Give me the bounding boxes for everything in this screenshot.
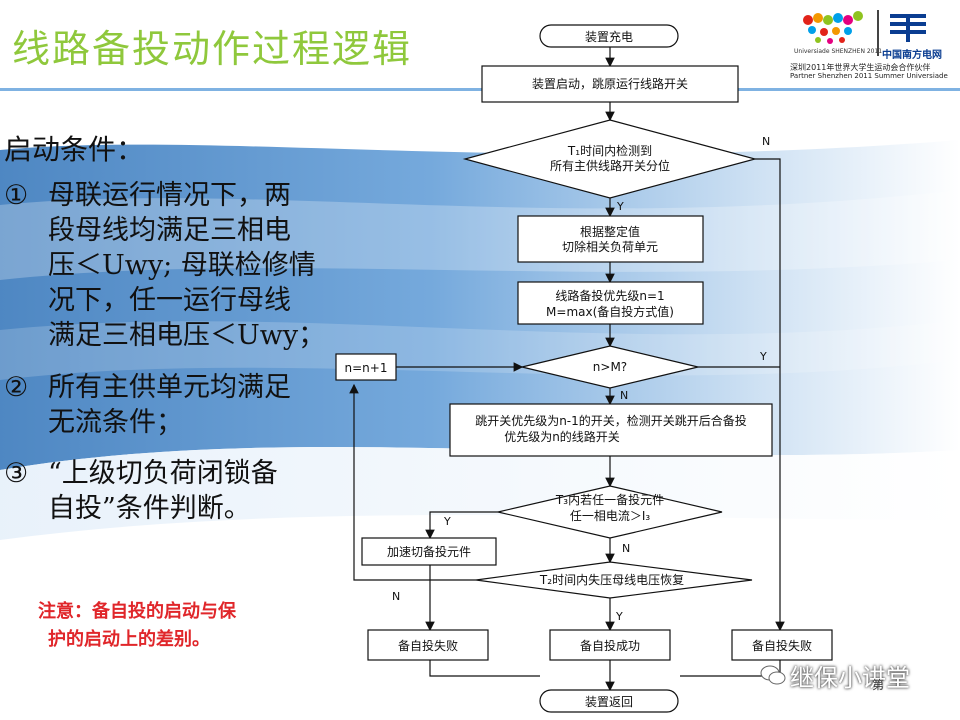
- condition-text: 母联运行情况下，两 段母线均满足三相电 压＜Uwy; 母联检修情 况下，任一运行…: [48, 178, 325, 353]
- step-start-box: [481, 65, 739, 103]
- success-box: [549, 629, 671, 661]
- step2-line2: 切除相关负荷单元: [562, 239, 658, 254]
- decision-1: [462, 119, 758, 199]
- partner-line1: 深圳2011年世界大学生运动会合作伙伴: [790, 63, 931, 72]
- logo-area: Universiade SHENZHEN 2011 中国南方电网 深圳2011年…: [790, 6, 960, 86]
- universiade-logo-icon: [803, 10, 926, 56]
- step-cut-load-box: [517, 215, 704, 263]
- start-label: 装置充电: [585, 29, 633, 44]
- step4-line2: 优先级为n的线路开关: [504, 429, 620, 444]
- step-switch-box: [449, 403, 773, 457]
- decision3-line1: T₃内若任一备投元件: [555, 492, 664, 507]
- decision-3: [497, 485, 723, 539]
- branch-label-y: Y: [616, 200, 624, 213]
- condition-line: 无流条件；: [48, 407, 183, 438]
- decision3-line2: 任一相电流＞I₃: [570, 509, 651, 523]
- note-line: 注意：备自投的启动与保: [38, 601, 236, 622]
- end-terminator: [539, 689, 679, 713]
- condition-number: ①: [4, 180, 29, 211]
- watermark-text: 继保小讲堂: [790, 664, 910, 692]
- step2-line1: 根据整定值: [580, 224, 640, 239]
- decision-4: [475, 561, 753, 599]
- condition-number: ③: [4, 458, 29, 489]
- page-number-fragment: 第: [872, 678, 885, 692]
- branch-label-y: Y: [443, 515, 451, 528]
- note-line: 护的启动上的差别。: [48, 629, 210, 650]
- fail-right-box: [731, 629, 833, 661]
- branch-label-n: N: [620, 389, 628, 402]
- conditions-heading: 启动条件：: [4, 133, 145, 166]
- condition-line: 满足三相电压＜Uwy；: [48, 320, 326, 351]
- condition-line: 段母线均满足三相电: [48, 215, 291, 246]
- condition-line: 自投”条件判断。: [48, 493, 251, 524]
- condition-line: 况下，任一运行母线: [48, 285, 291, 316]
- branch-label-n: N: [762, 135, 770, 148]
- counter-box: [335, 353, 397, 381]
- branch-label-n: N: [392, 590, 400, 603]
- condition-text: “上级切负荷闭锁备 自投”条件判断。: [48, 456, 278, 526]
- decision4-label: T₂时间内失压母线电压恢复: [539, 572, 684, 587]
- decision2-label: n>M?: [593, 360, 627, 374]
- step1-label: 装置启动，跳原运行线路开关: [532, 76, 688, 91]
- step3-line1: 线路备投优先级n=1: [555, 288, 664, 303]
- condition-text: 所有主供单元均满足 无流条件；: [48, 370, 291, 440]
- success-label: 备自投成功: [580, 638, 640, 653]
- step4-line1: 跳开关优先级为n-1的开关，检测开关跳开后合备投: [475, 413, 747, 428]
- partner-line2: Partner Shenzhen 2011 Summer Universiade: [790, 72, 948, 80]
- note-text: 注意：备自投的启动与保 护的启动上的差别。: [38, 598, 236, 654]
- accel-box: [361, 537, 497, 566]
- csg-logo-text: 中国南方电网: [882, 50, 942, 61]
- page-title: 线路备投动作过程逻辑: [12, 27, 413, 71]
- decision1-line2: 所有主供线路开关分位: [550, 158, 670, 173]
- branch-label-n: N: [622, 542, 630, 555]
- fail-left-label: 备自投失败: [398, 638, 458, 653]
- wechat-icon: [760, 665, 786, 685]
- condition-line: 所有主供单元均满足: [48, 372, 291, 403]
- branch-label-y: Y: [759, 350, 767, 363]
- counter-label: n=n+1: [345, 361, 388, 375]
- accel-label: 加速切备投元件: [387, 544, 471, 559]
- fail-right-label: 备自投失败: [752, 638, 812, 653]
- end-label: 装置返回: [585, 695, 633, 709]
- decision-2: [521, 345, 699, 389]
- condition-item-1: ① 母联运行情况下，两 段母线均满足三相电 压＜Uwy; 母联检修情 况下，任一…: [4, 178, 344, 358]
- condition-line: 母联运行情况下，两: [48, 180, 291, 211]
- condition-item-3: ③ “上级切负荷闭锁备 自投”条件判断。: [4, 456, 344, 528]
- decision1-line1: T₁时间内检测到: [567, 143, 652, 158]
- condition-item-2: ② 所有主供单元均满足 无流条件；: [4, 370, 344, 442]
- condition-line: 压＜Uwy; 母联检修情: [48, 250, 316, 281]
- condition-line: “上级切负荷闭锁备: [48, 458, 278, 489]
- start-terminator: [539, 24, 679, 48]
- universiade-logo-text: Universiade SHENZHEN 2011: [794, 48, 883, 55]
- condition-number: ②: [4, 372, 29, 403]
- step-priority-box: [517, 281, 704, 325]
- fail-left-box: [367, 629, 489, 661]
- branch-label-y: Y: [615, 610, 623, 623]
- step3-line2: M=max(备自投方式值): [546, 304, 674, 319]
